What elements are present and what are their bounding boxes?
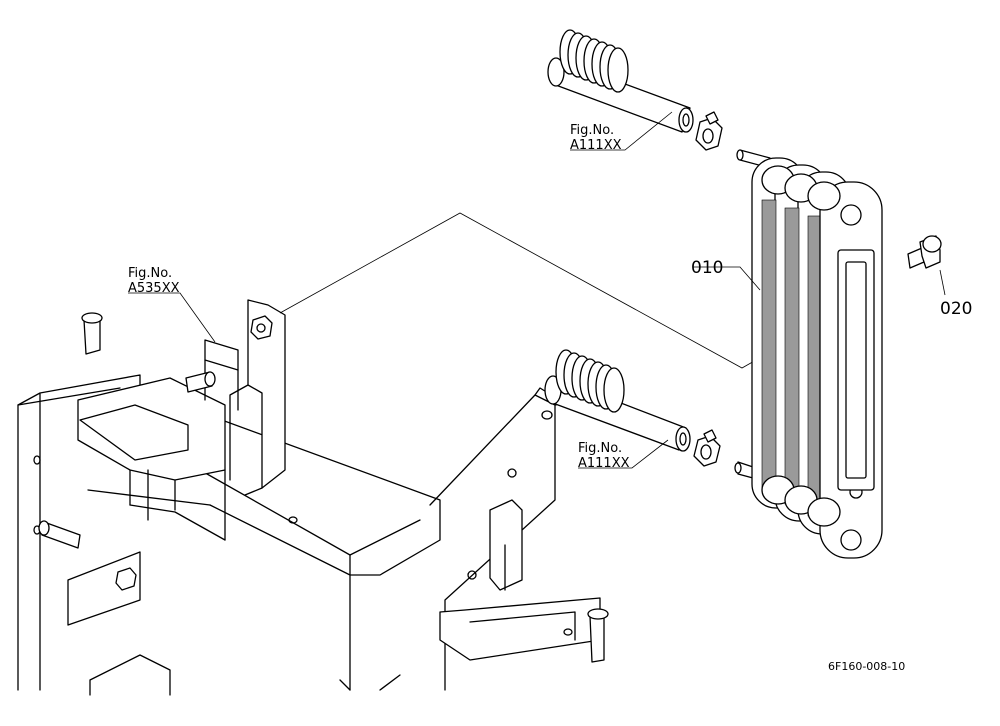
leader-lines: [128, 111, 946, 469]
hose-top: [547, 29, 771, 169]
hose-bottom: [544, 349, 769, 483]
oil-cooler: [751, 157, 883, 559]
hose-bottom-spring: [555, 349, 625, 413]
part-number-020: 020: [940, 299, 972, 319]
fig-bottom-line1: Fig.No.: [578, 441, 622, 456]
fig-top-line1: Fig.No.: [570, 123, 614, 138]
fig-top-line2: A111XX: [570, 138, 622, 153]
part-number-010: 010: [691, 258, 723, 278]
drawing-code: 6F160-008-10: [828, 660, 905, 673]
fig-bottom-line2: A111XX: [578, 456, 630, 471]
fig-left-line2: A535XX: [128, 281, 180, 296]
hose-top-spring: [559, 29, 629, 93]
fig-left-line1: Fig.No.: [128, 266, 172, 281]
bolt: [907, 235, 942, 269]
mounting-frame: [17, 299, 609, 696]
